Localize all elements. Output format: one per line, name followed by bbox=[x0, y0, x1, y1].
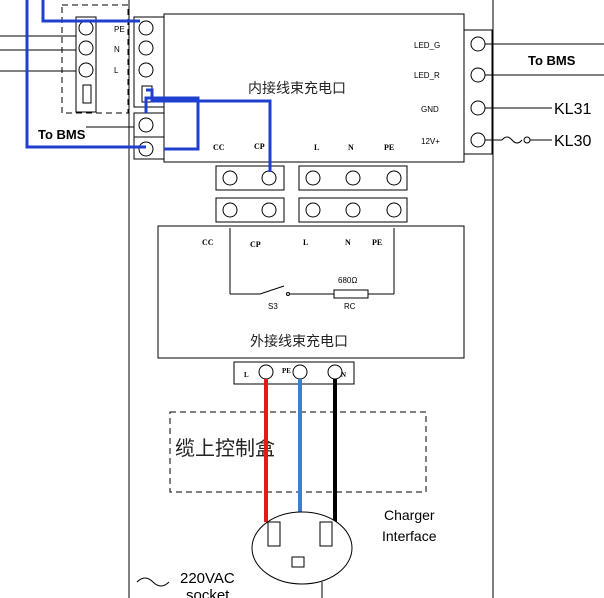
svg-text:CC: CC bbox=[213, 143, 225, 152]
right-terminal-strip bbox=[463, 29, 493, 155]
upper-module-title: 内接线束充电口 bbox=[248, 80, 346, 97]
socket-label-line1: 220VAC bbox=[180, 570, 235, 587]
plug-icon bbox=[251, 511, 353, 598]
right-wires bbox=[485, 43, 604, 144]
left-terminal-strip: PE N L bbox=[75, 16, 125, 113]
internal-circuit bbox=[229, 228, 395, 299]
kl31-label: KL31 bbox=[554, 101, 591, 118]
svg-text:PE: PE bbox=[372, 238, 382, 247]
svg-text:CP: CP bbox=[250, 240, 261, 249]
lower-module-box bbox=[157, 225, 465, 359]
left-dashed-box bbox=[61, 4, 129, 114]
left-pin-l: L bbox=[114, 66, 119, 75]
lower-module-top-pins: CC CP L N PE bbox=[202, 238, 382, 249]
svg-text:L: L bbox=[244, 371, 249, 379]
svg-text:CC: CC bbox=[202, 238, 214, 247]
svg-text:N: N bbox=[341, 371, 346, 379]
svg-text:L: L bbox=[303, 238, 308, 247]
mid-connector-upper bbox=[215, 165, 408, 191]
socket-label-line2: socket bbox=[186, 587, 230, 598]
left-pin-n: N bbox=[114, 45, 120, 54]
charger-interface-line1: Charger bbox=[384, 507, 435, 523]
charger-interface-line2: Interface bbox=[382, 528, 437, 544]
svg-text:GND: GND bbox=[421, 105, 439, 114]
svg-text:N: N bbox=[345, 238, 351, 247]
resistor-rc-label: RC bbox=[344, 302, 356, 311]
svg-text:LED_G: LED_G bbox=[414, 41, 440, 50]
svg-text:PE: PE bbox=[384, 143, 394, 152]
resistor-value-label: 680Ω bbox=[338, 276, 357, 285]
upper-module-right-pins: LED_G LED_R GND 12V+ bbox=[414, 41, 440, 146]
mid-connector-lower bbox=[215, 197, 408, 223]
blue-wiring bbox=[25, 0, 272, 172]
left-pin-pe: PE bbox=[114, 25, 125, 34]
lower-module-title: 外接线束充电口 bbox=[250, 333, 348, 350]
svg-text:12V+: 12V+ bbox=[421, 137, 440, 146]
tilde-icon bbox=[136, 577, 170, 587]
lower-terminal-strip: L PE N bbox=[233, 361, 355, 385]
inline-control-box-label: 缆上控制盒 bbox=[175, 436, 275, 460]
svg-text:CP: CP bbox=[254, 142, 265, 151]
svg-text:L: L bbox=[314, 143, 319, 152]
switch-s3-label: S3 bbox=[268, 302, 278, 311]
svg-text:N: N bbox=[348, 143, 354, 152]
right-to-bms-label: To BMS bbox=[528, 53, 576, 68]
svg-text:LED_R: LED_R bbox=[414, 71, 440, 80]
left-wire-stubs bbox=[0, 35, 79, 72]
kl30-label: KL30 bbox=[554, 133, 591, 150]
left-to-bms-label: To BMS bbox=[38, 127, 86, 142]
upper-module-box bbox=[163, 13, 465, 163]
upper-module-bottom-pins: CC CP L N PE bbox=[213, 142, 394, 152]
svg-text:PE: PE bbox=[282, 367, 291, 375]
